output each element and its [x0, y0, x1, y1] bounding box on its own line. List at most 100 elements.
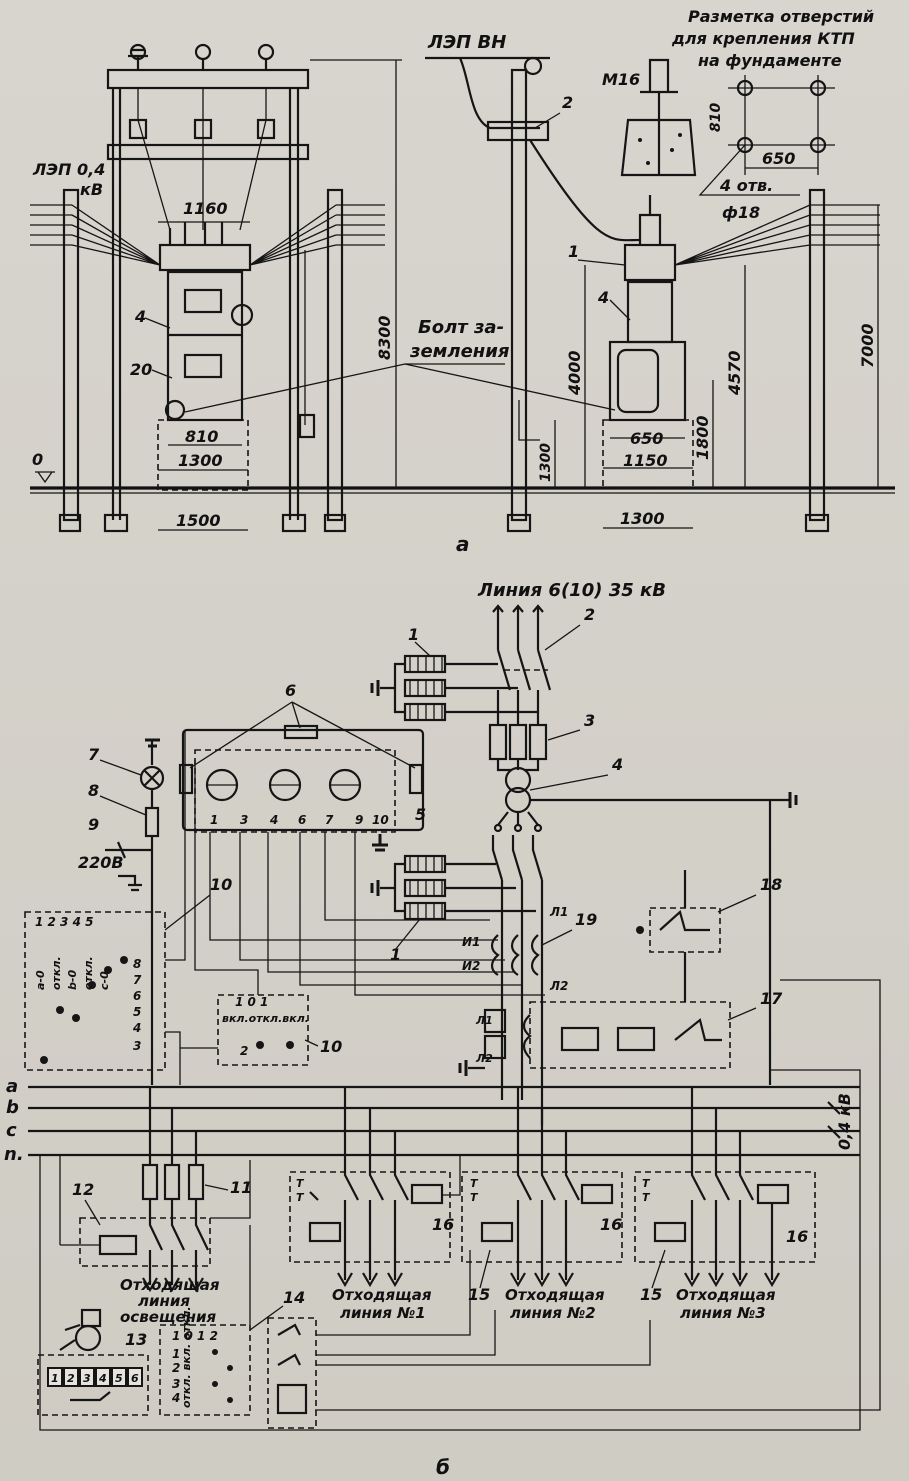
- svg-text:4: 4: [132, 1021, 141, 1035]
- fuse-left: [128, 118, 148, 140]
- svg-text:6: 6: [298, 813, 306, 827]
- lv-wires-far-right: [674, 204, 811, 266]
- callout-b-15a: 15: [468, 1285, 490, 1304]
- switch-left-a0: a-0: [34, 970, 47, 990]
- svg-text:9: 9: [355, 813, 363, 827]
- portal-top-beam: [106, 68, 310, 90]
- lv-line-far-right-ends: [810, 204, 880, 246]
- fuse-mid: [193, 118, 213, 140]
- ct-lower-2: [483, 1034, 507, 1060]
- outgoing-2-label-b: линия №2: [510, 1304, 596, 1322]
- photo-sensor-housing: [80, 1308, 102, 1328]
- relay-coil-1: [560, 1026, 600, 1052]
- leader-b-3: [547, 729, 581, 741]
- part-a-label: а: [456, 532, 470, 556]
- relay-block-17: [529, 1001, 731, 1069]
- ct-lower-1: [483, 1008, 507, 1034]
- hv-line-label: ЛЭП ВН: [427, 32, 506, 53]
- svg-text:6: 6: [133, 989, 141, 1003]
- switch-left-b0: b-0: [66, 970, 79, 990]
- line2-outgoing-arrows: [510, 1200, 574, 1288]
- leader-1: [577, 259, 626, 266]
- outgoing-1-label-b: линия №1: [340, 1304, 426, 1322]
- svg-text:Т: Т: [470, 1191, 479, 1204]
- meter-ct-wiring: [209, 832, 545, 996]
- switch-left-c0: c-0: [98, 971, 111, 990]
- line1-coil: [308, 1221, 342, 1243]
- ct-2: [510, 934, 520, 976]
- holes-count-label: 4 отв.: [719, 176, 773, 195]
- callout-b-17: 17: [760, 989, 783, 1008]
- lv-line-label: ЛЭП 0,4: [32, 160, 105, 179]
- arrester-top-ground-symbol: [370, 680, 380, 696]
- line-title: Линия 6(10) 35 кВ: [477, 580, 666, 601]
- callout-b-5: 5: [415, 805, 426, 824]
- switch-low-positions: 1 0 1 2: [172, 1329, 218, 1343]
- callout-b-2: 2: [584, 605, 595, 624]
- outgoing-light-2: линия: [138, 1292, 190, 1310]
- hv-pole-base: [506, 513, 532, 533]
- ktp-side-cabinet: [608, 340, 687, 422]
- line2-coil: [480, 1221, 514, 1243]
- outgoing-3-label-b: линия №3: [680, 1304, 766, 1322]
- foundation-right: [602, 419, 694, 489]
- fuse-right: [256, 118, 276, 140]
- ct-label-l2: Л2: [549, 979, 568, 993]
- part-b-schematic: Линия 6(10) 35 кВ 2 1 3: [4, 580, 881, 1479]
- outgoing-line-1: Т Т 16 Отходящая линия №1: [289, 1087, 461, 1322]
- callout-b-4: 4: [611, 755, 623, 774]
- line2-relay-16: [580, 1183, 614, 1205]
- line3-coil: [653, 1221, 687, 1243]
- socket-220: [105, 841, 152, 859]
- hv-fuse-1: [488, 723, 508, 761]
- ct-label-i2: И2: [462, 959, 480, 973]
- ct-1: [490, 934, 500, 976]
- dim-8300-label: 8300: [375, 315, 394, 360]
- light-fuse-1: [141, 1163, 159, 1201]
- ktp-cabinet-window-2: [183, 353, 223, 379]
- control-return-line: [265, 1069, 861, 1431]
- lv-wires-right: [249, 204, 337, 266]
- ktp-side-cabinet-door: [616, 348, 660, 414]
- callout-b-3: 3: [584, 711, 595, 730]
- current-transformers: Л1 И1 И2 Л2 19 Л1 Л2: [458, 905, 597, 1076]
- hv-sag: [458, 57, 540, 130]
- relay-18-contact: [659, 909, 710, 932]
- line2-contacts: [516, 1087, 580, 1201]
- arrester-top-ground: [380, 662, 405, 714]
- lv-line-left-ends: [30, 204, 72, 246]
- holes-title-3: на фундаменте: [698, 51, 842, 70]
- callout-1: 1: [568, 242, 579, 261]
- holes-dia-label: ф18: [722, 203, 760, 222]
- leader-4-left: [144, 317, 171, 329]
- line1-outgoing-arrows: [337, 1200, 403, 1288]
- dim-1300-left-label: 1300: [178, 451, 223, 470]
- svg-text:1: 1: [51, 1372, 59, 1385]
- relay-contact: [674, 1018, 722, 1042]
- switch-mid-wiring: [180, 760, 259, 1049]
- dim-7000-label: 7000: [858, 323, 877, 368]
- holes-leader: [698, 144, 800, 196]
- hv-fuse-3: [528, 723, 548, 761]
- lamp-fuse: [144, 806, 160, 838]
- svg-text:4: 4: [98, 1372, 107, 1385]
- meter-resistor-top: [283, 724, 319, 740]
- line1-relay-wiring: [442, 1155, 461, 1196]
- part-b-label: б: [436, 1455, 450, 1479]
- light-fuse-2: [163, 1163, 181, 1201]
- bus-n-label: n.: [4, 1144, 24, 1165]
- light-contactor-contacts: [148, 1199, 209, 1251]
- arrester-top-2: [403, 678, 447, 698]
- lv-line-unit-label: кВ: [80, 180, 103, 199]
- ktp-cabinet: [166, 270, 244, 422]
- socket-220-ground: [118, 874, 142, 892]
- relay-14-wiring: [316, 1250, 651, 1366]
- ct-label-l1b: Л1: [475, 1014, 493, 1027]
- portal-base-right: [281, 513, 307, 533]
- callout-b-14: 14: [283, 1288, 305, 1307]
- callout-b-10b: 10: [320, 1037, 342, 1056]
- hv-pole-insulator: [523, 56, 543, 76]
- callout-b-15b: 15: [640, 1285, 662, 1304]
- lv-pole-far-right: [808, 188, 826, 522]
